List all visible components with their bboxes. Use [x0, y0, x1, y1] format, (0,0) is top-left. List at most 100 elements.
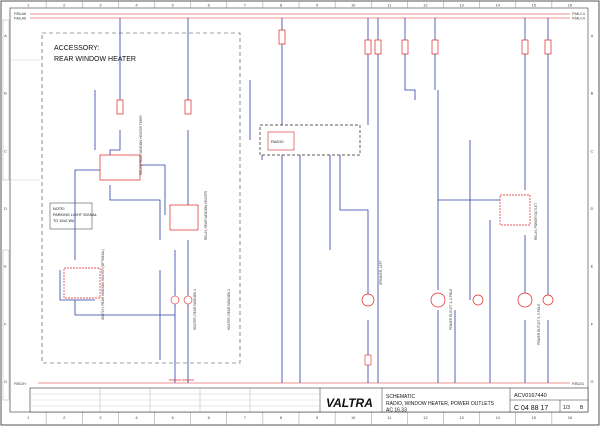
label-relay-outlet: RELAY, POWER OUTLET — [534, 203, 538, 240]
bottom-rail-left-label: F/BC/H — [14, 382, 26, 386]
column-number: 9 — [316, 3, 319, 8]
radio-inner-box — [267, 131, 295, 151]
row-letter: A — [591, 33, 594, 38]
antenna-symbol — [364, 354, 372, 366]
fuse-outlet-4 — [521, 39, 529, 55]
radio-wiring — [249, 18, 369, 383]
fuse-radio-2 — [364, 39, 372, 55]
column-number: 15 — [532, 3, 537, 8]
column-number: 15 — [532, 415, 537, 420]
row-letter: G — [590, 379, 593, 384]
row-letter: F — [591, 321, 594, 326]
row-letter: D — [4, 206, 7, 211]
column-number: 2 — [63, 3, 66, 8]
rail-label-right-1: F/MLC4 — [572, 12, 585, 16]
column-number: 16 — [568, 3, 573, 8]
doc-description: RADIO, WINDOW HEATER, POWER OUTLETS — [386, 401, 495, 407]
relay-timer-box — [99, 154, 141, 181]
fuse-f1 — [116, 99, 124, 115]
label-speaker-left: SPEAKER, LEFT — [379, 260, 383, 285]
column-number: 2 — [63, 415, 66, 420]
row-letter: B — [4, 91, 7, 96]
fuse-radio-1 — [278, 29, 286, 45]
doc-type: SCHEMATIC — [386, 394, 415, 400]
fuse-outlet-3 — [431, 39, 439, 55]
note-line1: NOTE! — [53, 207, 65, 211]
column-number: 8 — [280, 415, 283, 420]
radio-label: RADIO — [271, 139, 284, 144]
column-number: 9 — [316, 415, 319, 420]
column-number: 11 — [387, 3, 392, 8]
column-ticks: 1122334455667788991010111112121313141415… — [27, 1, 573, 425]
column-number: 12 — [423, 415, 428, 420]
row-letter: A — [4, 33, 7, 38]
row-ticks: A A B B C C D D E E F F G G — [4, 33, 594, 384]
label-relay-heater: RELAY, REAR WINDOW HEATER — [204, 190, 208, 240]
column-number: 6 — [208, 415, 211, 420]
column-number: 13 — [459, 415, 464, 420]
row-letter: D — [591, 206, 594, 211]
outlet-wiring — [377, 18, 549, 383]
top-power-rails: F/BLA6 F/BLA6 F/MLC4 F/MLC4 — [14, 12, 585, 21]
outlet-components — [374, 39, 554, 308]
doc-sub: AC 16.33 — [386, 408, 407, 414]
row-letter: C — [591, 148, 594, 153]
row-letter: F — [4, 321, 7, 326]
column-number: 5 — [171, 3, 174, 8]
row-letter: G — [4, 379, 7, 384]
fuse-outlet-2 — [401, 39, 409, 55]
accessory-dashed-box — [41, 32, 241, 364]
row-letter: E — [4, 264, 7, 269]
column-number: 13 — [459, 3, 464, 8]
fuse-f2 — [184, 99, 192, 115]
doc-number: ACV0167440 — [514, 393, 547, 399]
column-number: 8 — [280, 3, 283, 8]
radio-components: RADIO — [259, 29, 375, 366]
column-number: 1 — [27, 3, 30, 8]
drawing-number: C 04 88 17 — [514, 405, 548, 412]
note-line3: TO 15x2 Wk — [53, 219, 74, 223]
outlet1-symbol — [430, 292, 446, 308]
column-number: 7 — [244, 415, 247, 420]
speaker-left-symbol — [361, 293, 375, 307]
column-number: 5 — [171, 415, 174, 420]
outlet2-symbol — [472, 294, 484, 306]
sheet-number: 1/3 — [563, 405, 570, 411]
outlet3-symbol — [517, 292, 533, 308]
rail-label-right-2: F/MLC4 — [572, 17, 585, 21]
rail-label-2: F/BLA6 — [14, 17, 26, 21]
note-box — [49, 202, 93, 230]
column-number: 14 — [495, 3, 500, 8]
bottom-ground-rail: F/BC/H F/BC01 — [14, 382, 584, 386]
relay-outlet-box — [499, 194, 531, 226]
accessory-title-line1: ACCESSORY: — [54, 45, 99, 52]
row-letter: B — [591, 91, 594, 96]
label-switch-heater: SWITCH, REAR WINDOW HEATER (OPTIONAL) — [101, 249, 105, 320]
label-outlet1: POWER OUTLET 1, 2-POLE — [449, 289, 453, 330]
column-number: 3 — [99, 415, 102, 420]
accessory-components — [63, 99, 199, 381]
column-number: 12 — [423, 3, 428, 8]
row-letter: E — [591, 264, 594, 269]
revision: B — [580, 405, 584, 411]
column-number: 10 — [351, 415, 356, 420]
brand-logo: VALTRA — [326, 396, 373, 410]
column-number: 3 — [99, 3, 102, 8]
row-letter: C — [4, 148, 7, 153]
column-number: 6 — [208, 3, 211, 8]
column-number: 1 — [27, 415, 30, 420]
switch-heater-box — [63, 267, 101, 299]
left-margin-strip — [2, 8, 40, 412]
column-number: 14 — [495, 415, 500, 420]
relay-heater-box — [169, 204, 199, 231]
column-number: 4 — [135, 3, 138, 8]
label-relay-timer: RELAY, REAR WINDOW HEATER TIMER — [139, 115, 143, 175]
fuse-outlet-5 — [544, 39, 552, 55]
fuse-outlet-1 — [374, 39, 382, 55]
bottom-rail-right-label: F/BC01 — [572, 382, 584, 386]
column-number: 4 — [135, 415, 138, 420]
column-number: 10 — [351, 3, 356, 8]
